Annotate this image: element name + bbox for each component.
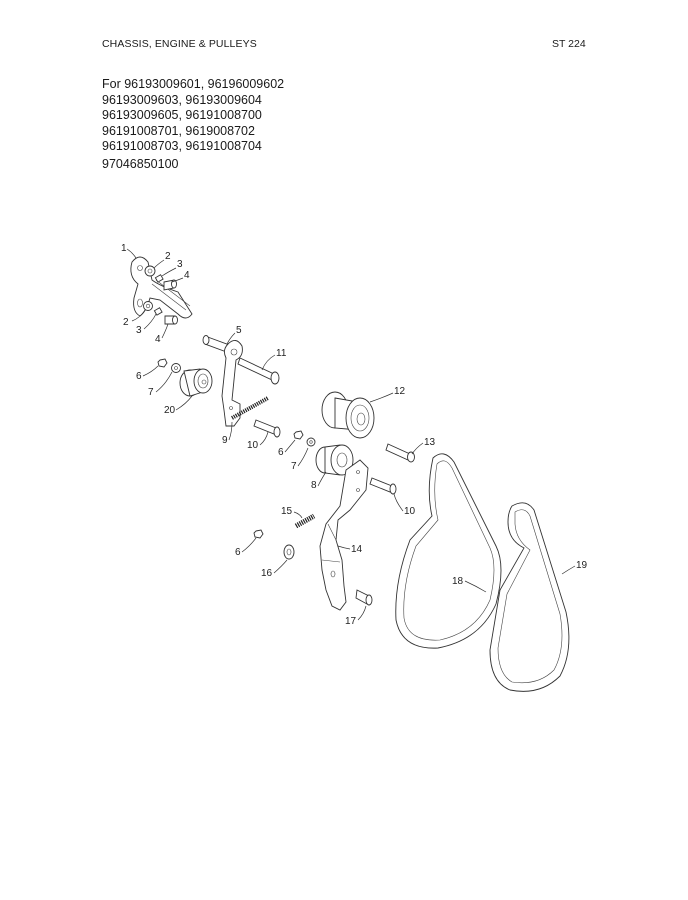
part-15-spring — [294, 513, 316, 529]
callout-11: 11 — [276, 348, 287, 359]
part-18-belt — [395, 453, 502, 649]
part-13-bolt — [385, 443, 415, 463]
leader-lines — [126, 248, 576, 621]
callout-18: 18 — [452, 576, 464, 587]
model-line: 96191008701, 9619008702 — [102, 123, 255, 138]
part-3-nut-upper — [154, 274, 164, 283]
part-6-nut-a — [157, 358, 168, 368]
part-10-bolt-a — [253, 419, 281, 438]
model-number-list: For 96193009601, 96196009602 96193009603… — [102, 77, 284, 172]
part-7-washer-a — [171, 363, 181, 373]
callout-2: 2 — [165, 251, 171, 262]
callout-4: 4 — [184, 270, 190, 281]
part-10-bolt-b — [369, 477, 397, 495]
callout-16: 16 — [261, 568, 273, 579]
part-20-pulley — [179, 368, 213, 397]
part-7-washer-b — [306, 437, 316, 447]
part-2-washer-upper — [144, 265, 156, 277]
callout-17: 17 — [345, 616, 357, 627]
callout-6: 6 — [278, 447, 284, 458]
callout-labels: 1 2 3 4 2 3 4 5 11 6 7 20 9 10 12 6 7 13… — [121, 243, 588, 627]
part-8-pulley — [315, 444, 354, 476]
part-16-bushing — [283, 544, 295, 560]
callout-2: 2 — [123, 317, 129, 328]
callout-3: 3 — [136, 325, 142, 336]
callout-15: 15 — [281, 506, 293, 517]
callout-20: 20 — [164, 405, 176, 416]
callout-10: 10 — [247, 440, 259, 451]
part-11-shaft — [237, 357, 280, 385]
callout-10: 10 — [404, 506, 416, 517]
part-12-double-pulley — [321, 391, 375, 439]
callout-6: 6 — [235, 547, 241, 558]
callout-1: 1 — [121, 243, 127, 254]
section-title: CHASSIS, ENGINE & PULLEYS — [102, 38, 257, 50]
part-2-washer-lower — [143, 301, 153, 311]
model-line: 96191008703, 96191008704 — [102, 139, 262, 153]
model-line: 97046850100 — [102, 156, 179, 171]
part-4-spacer-upper — [163, 279, 177, 291]
callout-14: 14 — [351, 544, 363, 555]
callout-5: 5 — [236, 325, 242, 336]
callout-7: 7 — [148, 387, 154, 398]
part-19-belt — [489, 502, 570, 692]
callout-9: 9 — [222, 435, 228, 446]
part-14-tension-arm — [319, 459, 369, 611]
callout-8: 8 — [311, 480, 317, 491]
part-17-bolt — [355, 589, 373, 606]
model-line: 96193009603, 96193009604 — [102, 92, 262, 107]
part-5-idler-arm — [202, 335, 243, 427]
model-line: For 96193009601, 96196009602 — [102, 77, 285, 91]
part-3-nut-lower — [153, 307, 163, 316]
callout-4: 4 — [155, 334, 161, 345]
part-4-spacer-lower — [164, 315, 178, 325]
part-9-spring — [231, 396, 269, 420]
callout-3: 3 — [177, 259, 183, 270]
callout-13: 13 — [424, 437, 436, 448]
callout-6: 6 — [136, 371, 142, 382]
part-1-bracket — [130, 256, 193, 319]
page-code: ST 224 — [552, 38, 586, 50]
part-6-nut-b — [293, 430, 304, 440]
part-6-nut-c — [253, 529, 264, 539]
model-line: 96193009605, 96191008700 — [102, 108, 262, 122]
callout-19: 19 — [576, 560, 588, 571]
callout-12: 12 — [394, 386, 406, 397]
callout-7: 7 — [291, 461, 297, 472]
